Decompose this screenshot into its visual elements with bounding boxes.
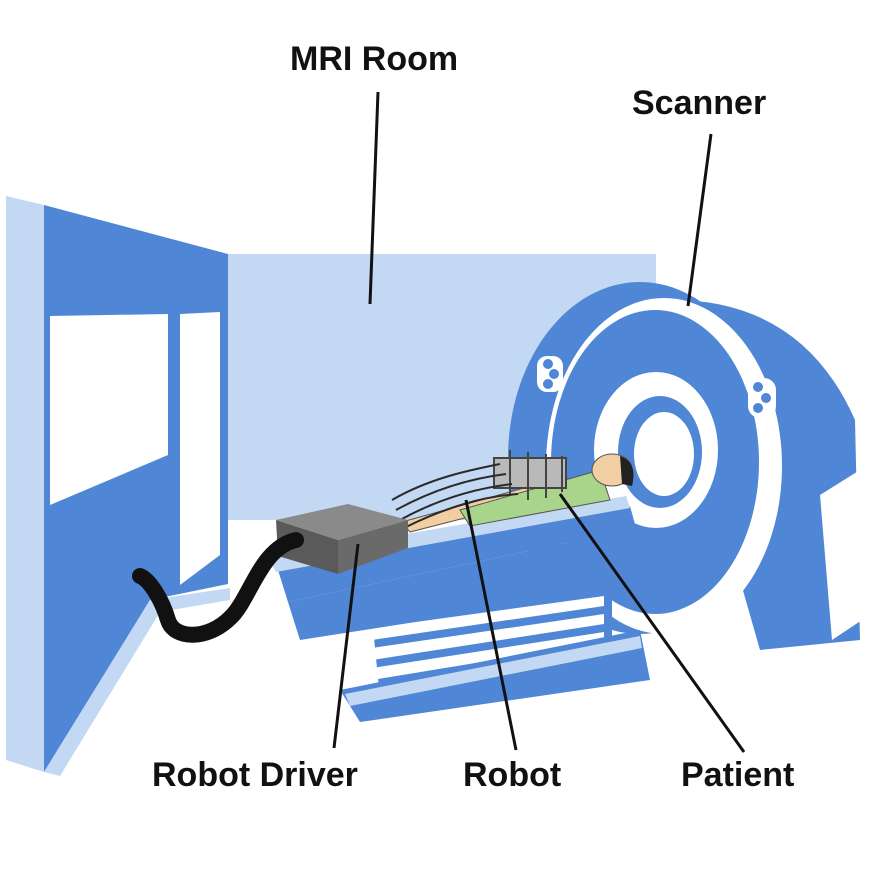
label-robot: Robot	[463, 756, 562, 794]
scanner-vent-left	[537, 356, 563, 392]
leader-robot	[464, 499, 518, 751]
leader-scanner	[686, 133, 713, 307]
window-pane-left	[50, 314, 168, 505]
label-patient: Patient	[681, 756, 795, 794]
driver-tether-cable	[132, 532, 304, 643]
scanner-vent-right	[748, 378, 776, 418]
robot-device	[493, 450, 567, 500]
patient-figure	[401, 453, 634, 533]
leader-mri-room	[368, 91, 380, 305]
leader-patient	[558, 493, 746, 753]
left-wall	[6, 196, 230, 776]
robot-cables	[391, 463, 519, 529]
label-scanner: Scanner	[632, 84, 767, 122]
window-pane-right	[180, 312, 220, 585]
label-mri-room: MRI Room	[290, 40, 459, 78]
label-robot-driver: Robot Driver	[152, 756, 358, 794]
leader-lines	[332, 91, 746, 753]
leader-robot-driver	[332, 543, 360, 749]
